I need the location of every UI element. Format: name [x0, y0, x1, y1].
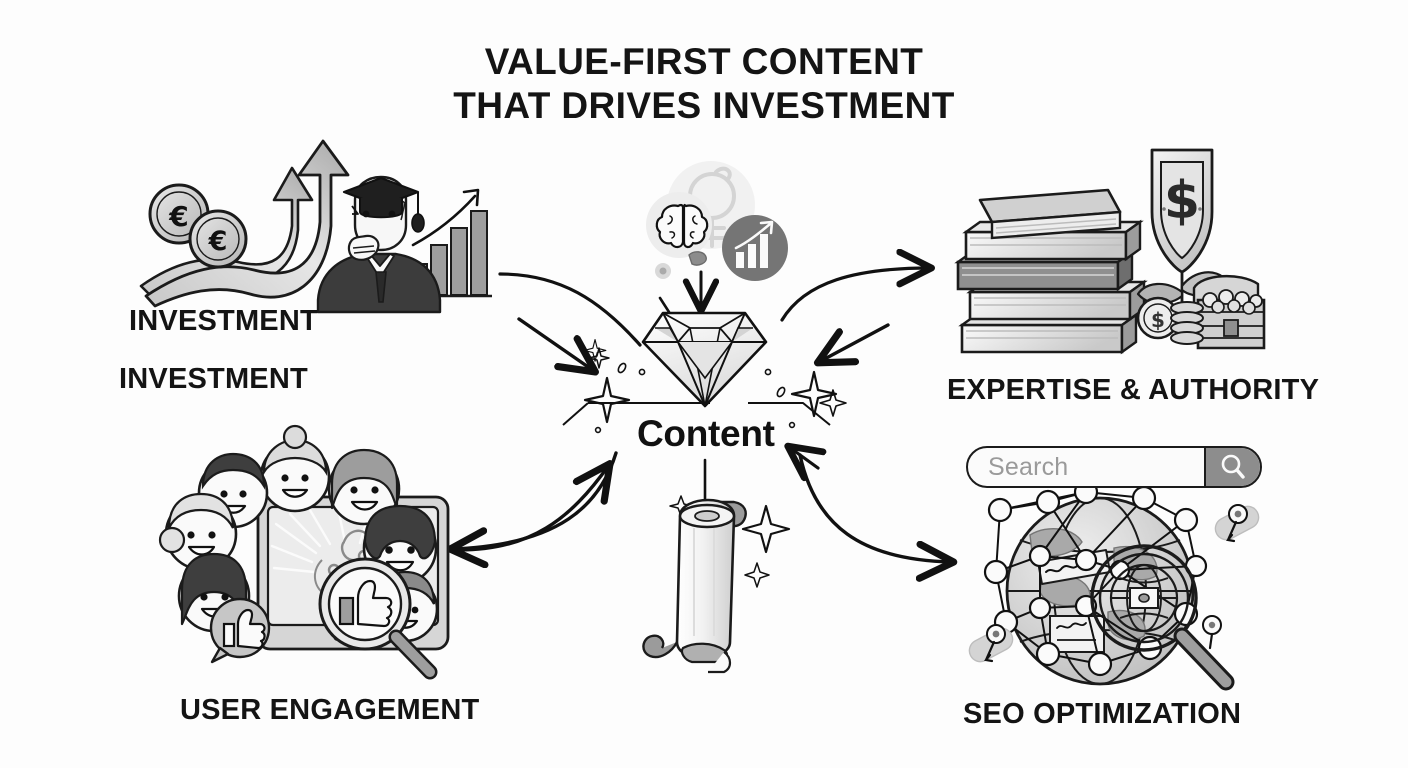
- cursor-tag-icon: [1214, 504, 1260, 543]
- avatar: [259, 424, 331, 513]
- connector-expertise-to-content: [819, 323, 890, 362]
- label-investment-duplicate: INVESTMENT: [119, 363, 308, 395]
- cursor-tag-icon: [1202, 615, 1222, 650]
- magnifier-icon: [318, 557, 438, 680]
- connector-content-to-seo: [798, 453, 952, 562]
- investment-icon-group: € €: [139, 139, 492, 314]
- shield-dollar-icon: $: [1150, 148, 1214, 314]
- engagement-icon-group: [158, 424, 450, 680]
- label-user-engagement: USER ENGAGEMENT: [180, 694, 480, 726]
- svg-text:€: €: [168, 200, 188, 233]
- connector-investment-curve: [498, 272, 642, 347]
- coin-stack-icon: [1170, 301, 1204, 345]
- brain-icon: [646, 192, 712, 266]
- book-stack-icon: [954, 188, 1148, 355]
- connector-seo-to-content: [789, 447, 818, 468]
- euro-coin-icon: €: [188, 209, 248, 269]
- magnifier-icon: [1090, 544, 1235, 691]
- scroll-icon: [642, 498, 747, 674]
- expertise-icon-group: $: [954, 148, 1266, 355]
- graduate-thinker-icon: [316, 175, 442, 314]
- search-placeholder: Search: [988, 452, 1069, 481]
- connector-engagement-to-content: [457, 465, 609, 552]
- connector-content-to-expertise: [780, 268, 930, 322]
- cursor-tag-icon: [968, 624, 1014, 663]
- label-content: Content: [637, 413, 775, 454]
- diamond-icon: [641, 311, 768, 408]
- seo-icon-group: [968, 479, 1260, 691]
- connector-bubbles-to-content: [658, 270, 701, 312]
- svg-text:$: $: [1151, 308, 1165, 332]
- growth-chart-icon: [722, 215, 788, 281]
- center-rule-lines: [562, 402, 831, 426]
- dollar-coin-icon: $: [1136, 296, 1204, 345]
- search-bar[interactable]: Search: [966, 446, 1262, 488]
- svg-text:$: $: [1164, 171, 1200, 231]
- treasure-chest-icon: [1192, 274, 1266, 350]
- coins-in-chest: [1202, 289, 1263, 315]
- thumbs-up-icon: [209, 597, 271, 664]
- avatar: [327, 448, 401, 526]
- label-investment: INVESTMENT: [129, 305, 318, 337]
- avatar: [158, 492, 238, 571]
- label-expertise-authority: EXPERTISE & AUTHORITY: [947, 374, 1320, 406]
- search-button[interactable]: [1204, 448, 1260, 486]
- thought-bubble-group: [646, 161, 788, 281]
- magnifier-icon: [1221, 454, 1245, 479]
- svg-text:€: €: [208, 226, 228, 257]
- connector-investment-to-content: [517, 317, 594, 371]
- label-seo-optimization: SEO OPTIMIZATION: [963, 698, 1242, 730]
